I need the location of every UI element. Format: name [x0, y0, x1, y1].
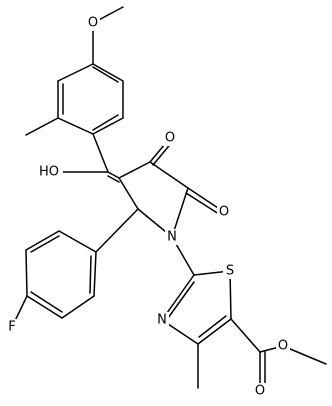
atom-label-f-fluoro: F: [8, 320, 15, 335]
bond-line: [167, 281, 195, 319]
bond-line: [198, 315, 227, 338]
bond-line: [93, 251, 97, 297]
atom-n-thiazole: N: [155, 312, 169, 328]
bond-line: [61, 295, 95, 319]
bond-line: [230, 318, 261, 353]
atom-label-o-ester-ether: O: [278, 339, 288, 354]
bond-line: [58, 230, 97, 253]
bond-line: [107, 171, 120, 179]
bond-line: [95, 208, 139, 253]
bond-line: [25, 249, 28, 297]
atom-label-o-methoxy: O: [88, 16, 98, 31]
bond-line: [92, 114, 119, 131]
atom-o-ester-carbonyl: O: [253, 383, 267, 399]
bond-line: [92, 133, 109, 173]
atom-labels: O HO O O N S N F: [6, 15, 290, 399]
bond-line: [25, 230, 60, 251]
atom-o-hydroxy: HO: [36, 164, 63, 180]
atom-label-o-lactam: O: [219, 205, 229, 220]
bond-line: [57, 117, 94, 135]
bond-line: [89, 255, 92, 294]
bond-line: [282, 345, 327, 365]
bond-line: [92, 66, 119, 83]
bond-lines: [11, 6, 327, 392]
atom-o-ketone: O: [163, 130, 177, 146]
atom-label-n-pyrrolidine: N: [167, 230, 177, 245]
bond-line: [26, 295, 63, 319]
atom-label-n-thiazole: N: [157, 313, 167, 328]
bond-line: [92, 63, 124, 82]
atom-label-o-ketone: O: [165, 131, 175, 146]
bond-line: [25, 117, 59, 136]
bond-line: [30, 235, 60, 253]
bond-line: [57, 63, 94, 82]
atom-label-hydroxy: HO: [39, 165, 59, 180]
atom-o-lactam: O: [217, 204, 231, 220]
bond-line: [197, 318, 232, 345]
bond-line: [107, 175, 120, 183]
bond-line: [185, 192, 223, 217]
bond-line: [92, 117, 124, 135]
atom-s-thiazole: S: [223, 263, 237, 279]
bond-line: [118, 161, 151, 179]
bond-line: [30, 291, 63, 313]
atom-o-methoxy: O: [86, 15, 100, 31]
atom-n-pyrrolidine: N: [165, 229, 179, 245]
bond-line: [118, 177, 139, 210]
atom-o-ester-ether: O: [276, 338, 290, 354]
bond-line: [171, 187, 189, 238]
bond-line: [149, 161, 189, 189]
atom-label-o-ester-carbonyl: O: [255, 384, 265, 399]
atom-label-s-thiazole: S: [226, 264, 234, 279]
atom-f-fluoro: F: [6, 319, 19, 335]
